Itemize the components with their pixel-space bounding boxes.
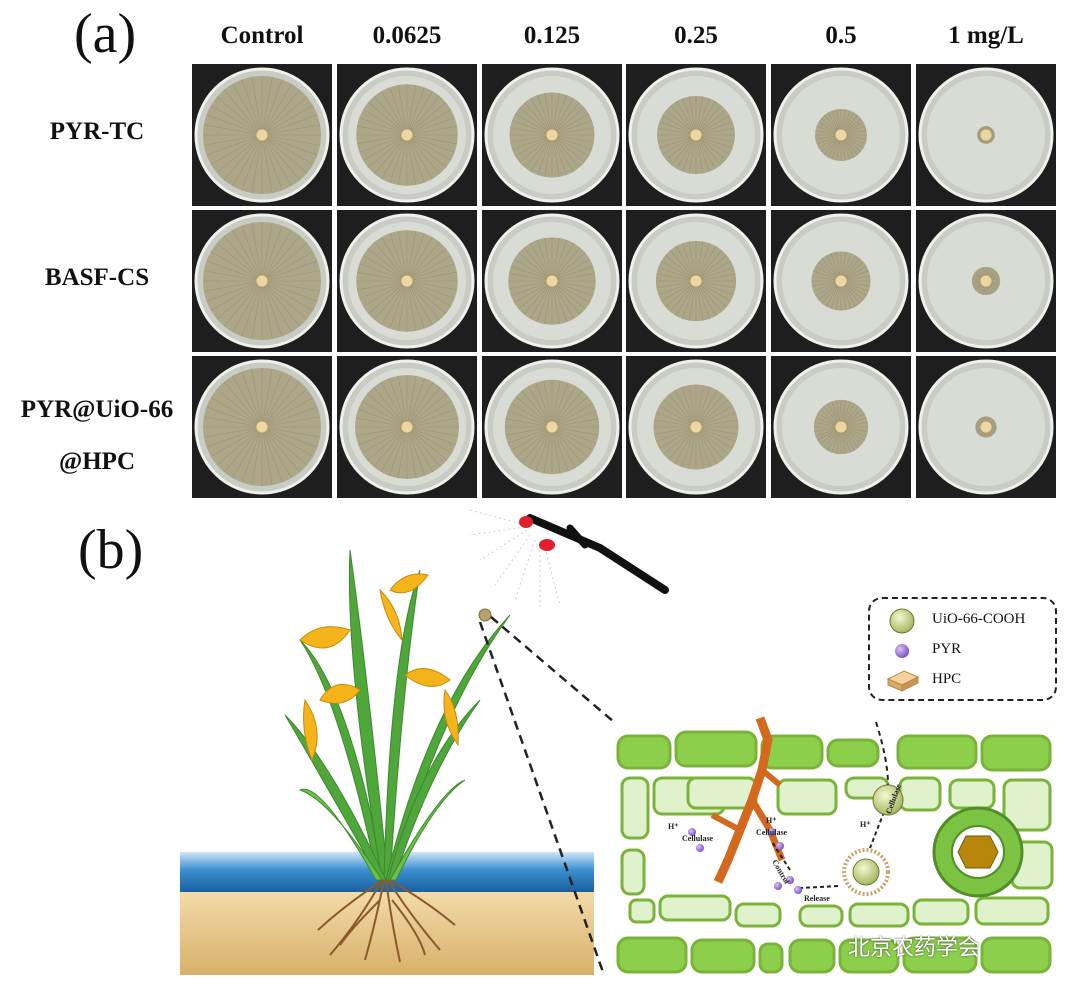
petri-dish xyxy=(192,210,332,352)
petri-dish xyxy=(771,210,911,352)
inoculum-plug xyxy=(834,420,848,434)
legend-label-mof: UiO-66-COOH xyxy=(932,611,1026,627)
petri-dish xyxy=(482,210,622,352)
column-header: 0.125 xyxy=(523,22,581,49)
rice-panicles xyxy=(299,573,459,762)
column-header: 1 mg/L xyxy=(948,22,1024,49)
column-header: 0.0625 xyxy=(372,22,442,49)
column-header: Control xyxy=(220,22,304,49)
h-plus-label-2: H⁺ xyxy=(766,816,777,825)
inoculum-plug xyxy=(545,420,559,434)
row-label: @HPC xyxy=(58,448,136,475)
row-label: PYR-TC xyxy=(49,118,145,145)
release-label: Release xyxy=(804,894,830,903)
mof-particle xyxy=(872,784,904,816)
sprayer xyxy=(469,509,669,610)
watermark: 北京农药学会 xyxy=(848,936,981,961)
inoculum-plug xyxy=(255,274,269,288)
rice-roots xyxy=(317,879,456,963)
inoculum-plug xyxy=(400,128,414,142)
petri-dish xyxy=(626,64,766,206)
inoculum-plug xyxy=(689,420,703,434)
h-plus-label: H⁺ xyxy=(668,822,679,831)
petri-dish xyxy=(482,64,622,206)
petri-dish xyxy=(192,356,332,498)
pyr-molecules xyxy=(688,828,802,894)
petri-dish xyxy=(916,210,1056,352)
row-label: PYR@UiO-66 xyxy=(20,396,174,423)
inoculum-plug xyxy=(979,274,993,288)
column-header: 0.25 xyxy=(674,22,718,49)
petri-dish xyxy=(626,356,766,498)
cellulase-label: Cellulase xyxy=(682,834,714,843)
petri-dish xyxy=(482,356,622,498)
inoculum-plug xyxy=(834,128,848,142)
inoculum-plug xyxy=(979,420,993,434)
petri-dish xyxy=(337,64,477,206)
soil xyxy=(180,889,594,975)
row-label: BASF-CS xyxy=(44,264,150,291)
inoculum-plug xyxy=(834,274,848,288)
inoculum-plug xyxy=(400,274,414,288)
column-header: 0.5 xyxy=(825,22,857,49)
released-mof xyxy=(842,848,890,896)
legend-label-hpc: HPC xyxy=(932,671,962,687)
inoculum-plug xyxy=(979,128,993,142)
panel-b-letter: (b) xyxy=(78,519,144,581)
petri-dish xyxy=(337,210,477,352)
h-plus-label-3: H⁺ xyxy=(860,820,871,829)
petri-dish xyxy=(337,356,477,498)
inoculum-plug xyxy=(545,128,559,142)
legend-label-pyr: PYR xyxy=(932,641,962,657)
vascular-bundle xyxy=(932,806,1024,898)
inoculum-plug xyxy=(255,420,269,434)
rice-plant xyxy=(284,549,511,881)
inoculum-plug xyxy=(400,420,414,434)
petri-dish xyxy=(771,356,911,498)
leaf-spot xyxy=(478,608,492,622)
inoculum-plug xyxy=(689,128,703,142)
panel-a-letter: (a) xyxy=(74,3,137,65)
legend: UiO-66-COOH PYR HPC xyxy=(868,597,1057,701)
petri-dish xyxy=(192,64,332,206)
legend-pyr-icon xyxy=(895,644,909,658)
petri-dish xyxy=(916,356,1056,498)
inoculum-plug xyxy=(689,274,703,288)
inoculum-plug xyxy=(255,128,269,142)
petri-dish xyxy=(771,64,911,206)
cellulase-label-2: Cellulase xyxy=(756,828,788,837)
petri-dish xyxy=(626,210,766,352)
petri-dish xyxy=(916,64,1056,206)
inoculum-plug xyxy=(545,274,559,288)
legend-hpc-icon xyxy=(886,670,920,692)
legend-mof-icon xyxy=(889,608,915,634)
